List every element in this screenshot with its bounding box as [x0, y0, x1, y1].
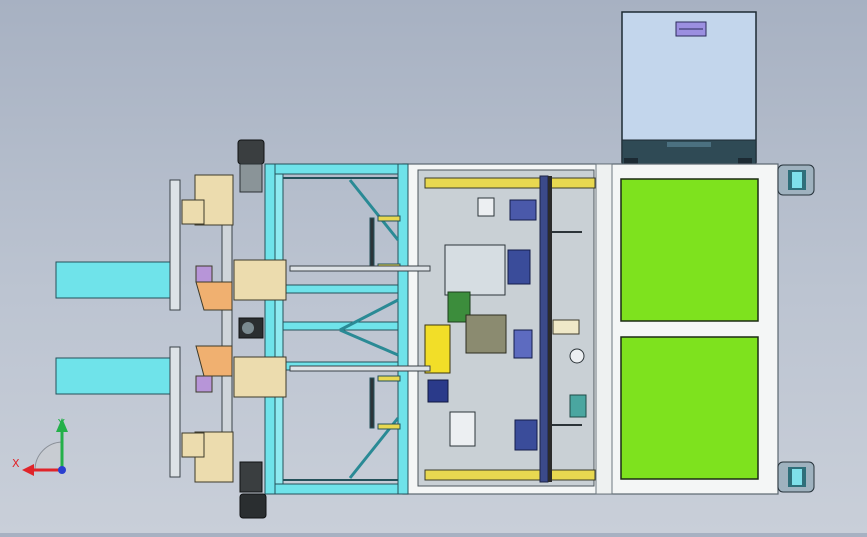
x-axis-label: X	[12, 457, 20, 470]
caster-wheel-top-right[interactable]	[777, 164, 815, 196]
bracket-blocks[interactable]	[181, 174, 287, 483]
electrical-cabinet[interactable]	[621, 11, 757, 165]
green-panel-top[interactable]	[620, 178, 759, 322]
conveyor-frame[interactable]	[264, 163, 409, 495]
left-arm-top[interactable]	[55, 261, 177, 299]
left-arm-bottom[interactable]	[55, 357, 177, 395]
mechanism-assembly[interactable]	[424, 197, 587, 451]
yellow-module	[424, 324, 451, 374]
y-axis-label: Y	[57, 417, 65, 430]
motor-units[interactable]	[237, 139, 267, 519]
linear-rail-top	[424, 177, 596, 189]
caster-wheel-bottom-right[interactable]	[777, 461, 815, 493]
gantry-beam	[539, 175, 549, 483]
green-panel-bottom[interactable]	[620, 336, 759, 480]
coordinate-triad-icon: Y X	[12, 417, 68, 476]
linear-rail-bottom	[424, 469, 596, 481]
